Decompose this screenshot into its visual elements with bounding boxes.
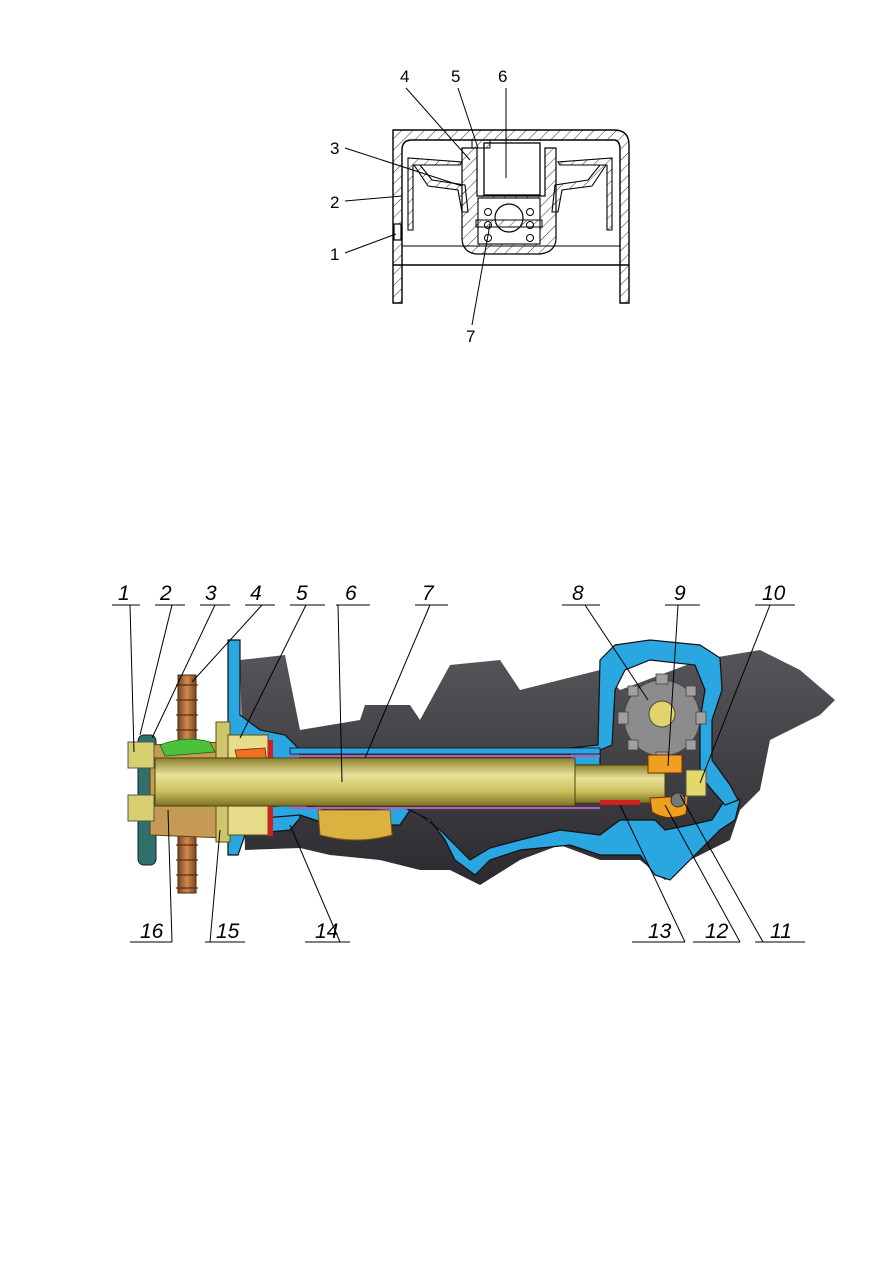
part-13-seal [600,800,640,805]
part-10-nut [685,769,707,797]
bottom-leaders [112,604,805,943]
ball [494,203,524,233]
cup-right [551,164,608,213]
housing-cut-right [569,639,739,806]
bottom-label-10: 10 [762,582,786,605]
top-label-5: 5 [451,67,460,86]
top-section-drawing: 3 2 1 4 5 6 7 [330,67,630,346]
top-label-3: 3 [330,139,339,158]
bottom-top-labels: 1 2 3 4 5 6 7 8 9 10 [118,582,786,605]
bottom-label-13: 13 [648,920,672,943]
pinion-hub [648,700,676,728]
part-1-clip [393,223,402,241]
bottom-cup [317,809,393,841]
part-6-shaft [154,757,576,807]
bottom-label-2: 2 [159,582,172,605]
bottom-label-9: 9 [674,582,686,605]
bottom-label-12: 12 [705,920,729,943]
cup-left [412,164,469,213]
part-3-green-part [159,738,216,757]
part-11-pin [670,792,686,808]
bottom-label-16: 16 [140,920,164,943]
inner-shell-right [557,157,613,231]
top-label-7: 7 [466,327,475,346]
bottom-label-14: 14 [315,920,338,943]
top-label-1: 1 [330,245,339,264]
bottom-label-1: 1 [118,582,130,605]
bottom-label-6: 6 [345,582,357,605]
housing-top-wall [289,747,601,755]
top-label-2: 2 [330,193,339,212]
part-1-bolt [127,741,155,769]
top-leaders [344,87,507,326]
bottom-label-4: 4 [250,582,262,605]
bottom-cutaway-drawing: 1 2 3 4 5 6 7 8 9 10 16 15 14 13 12 11 [112,582,835,943]
top-labels: 3 2 1 4 5 6 7 [330,67,507,346]
bottom-label-11: 11 [770,920,792,943]
bottom-label-5: 5 [296,582,308,605]
part-7-retainer [475,219,543,228]
outer-housing [392,129,630,304]
gear-teeth [176,684,198,889]
part-9-worm [647,754,683,774]
bolt-lower [127,794,155,822]
top-label-6: 6 [498,67,507,86]
bottom-label-7: 7 [422,582,435,605]
part-5-washer [471,139,491,149]
bottom-label-15: 15 [216,920,240,943]
bottom-label-8: 8 [572,582,584,605]
part-6-pin [483,142,541,196]
bottom-bottom-labels: 16 15 14 13 12 11 [140,920,792,943]
top-label-4: 4 [400,67,409,86]
bottom-label-3: 3 [205,582,217,605]
